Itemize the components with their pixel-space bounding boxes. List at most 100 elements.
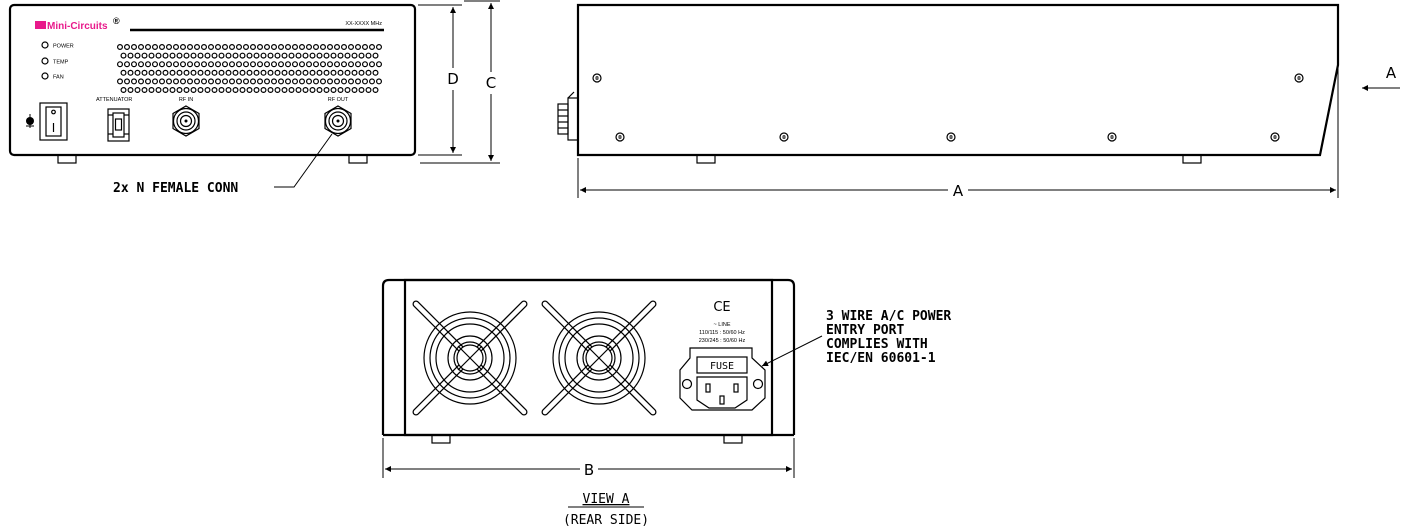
power-callout-line-3: COMPLIES WITH (826, 337, 928, 352)
vent-hole (337, 52, 344, 59)
vent-hole (232, 52, 239, 59)
rear-foot-left (431, 434, 451, 444)
vent-hole (278, 61, 285, 68)
vent-hole (131, 43, 138, 50)
vent-hole (295, 52, 302, 59)
vent-hole (232, 69, 239, 76)
vent-hole (365, 86, 372, 93)
vent-hole (159, 78, 166, 85)
vent-hole (313, 43, 320, 50)
vent-hole (306, 43, 313, 50)
temp-led-label: TEMP (53, 60, 69, 66)
vent-hole (246, 86, 253, 93)
fan-led (41, 72, 49, 80)
dim-c-label: C (486, 74, 496, 92)
vent-hole (222, 61, 229, 68)
vent-hole (295, 69, 302, 76)
rf-out-connector[interactable] (324, 105, 352, 137)
vent-hole (309, 52, 316, 59)
rf-in-label: RF IN (179, 97, 193, 103)
vent-hole (120, 52, 127, 59)
vent-hole (183, 86, 190, 93)
fan-guard-right (541, 300, 657, 416)
vent-hole (218, 69, 225, 76)
vent-hole (372, 52, 379, 59)
vent-hole (211, 86, 218, 93)
iec-inlet[interactable] (696, 376, 748, 409)
vent-hole (159, 61, 166, 68)
vent-hole (274, 52, 281, 59)
view-title: VIEW A (583, 492, 630, 507)
vent-hole (222, 43, 229, 50)
vent-hole (365, 52, 372, 59)
model-text: XX-XXXX MHz (345, 21, 382, 27)
power-switch-frame (39, 102, 68, 141)
vent-hole (365, 69, 372, 76)
vent-hole (131, 78, 138, 85)
vent-hole (295, 86, 302, 93)
vent-hole (236, 43, 243, 50)
vent-hole (187, 61, 194, 68)
vent-hole (292, 78, 299, 85)
vent-hole (271, 43, 278, 50)
vent-hole (341, 78, 348, 85)
vent-hole (180, 61, 187, 68)
vent-hole (183, 52, 190, 59)
power-entry-module[interactable]: FUSE (679, 347, 766, 411)
vent-hole (348, 78, 355, 85)
vent-hole (197, 86, 204, 93)
power-led (41, 41, 49, 49)
vent-hole (134, 52, 141, 59)
vent-hole (116, 43, 123, 50)
side-foot-left (696, 154, 716, 164)
vent-hole (320, 78, 327, 85)
attenuator-knob[interactable] (107, 108, 130, 142)
vent-hole (225, 86, 232, 93)
vent-hole (134, 86, 141, 93)
fuse-label: FUSE (710, 361, 734, 372)
vent-hole (141, 69, 148, 76)
vent-hole (271, 61, 278, 68)
vent-hole (176, 69, 183, 76)
rf-in-connector[interactable] (172, 105, 200, 137)
vent-hole (239, 86, 246, 93)
vent-hole (376, 43, 383, 50)
fuse-holder[interactable] (696, 356, 748, 374)
power-callout-line-2: ENTRY PORT (826, 323, 904, 338)
vent-hole (334, 61, 341, 68)
vent-hole (320, 43, 327, 50)
vent-hole (232, 86, 239, 93)
vent-hole (187, 78, 194, 85)
vent-hole (253, 86, 260, 93)
vent-hole (316, 86, 323, 93)
vent-hole (229, 61, 236, 68)
vent-hole (341, 61, 348, 68)
vent-hole (123, 61, 130, 68)
screw-icon (946, 132, 956, 142)
vent-hole (260, 69, 267, 76)
vent-hole (344, 86, 351, 93)
vent-hole (123, 78, 130, 85)
dim-a-label: A (953, 182, 964, 200)
vent-hole (211, 52, 218, 59)
line-label: ~ LINE (714, 322, 731, 328)
vent-hole (208, 43, 215, 50)
ce-mark: CE (713, 300, 730, 315)
vent-hole (355, 78, 362, 85)
vent-hole (358, 86, 365, 93)
vent-hole (344, 69, 351, 76)
vent-hole (369, 78, 376, 85)
dim-d-label: D (447, 70, 459, 88)
line-230-label: 230/245 : 50/60 Hz (699, 338, 746, 344)
vent-hole (316, 52, 323, 59)
power-switch[interactable] (39, 102, 68, 141)
view-a-arrow-label: A (1386, 64, 1397, 82)
vent-hole (197, 52, 204, 59)
attenuator-label: ATTENUATOR (96, 97, 132, 103)
vent-hole (211, 69, 218, 76)
view-subtitle: (REAR SIDE) (563, 513, 649, 528)
vent-hole (267, 69, 274, 76)
vent-hole (162, 52, 169, 59)
vent-hole (218, 52, 225, 59)
screw-icon (1270, 132, 1280, 142)
